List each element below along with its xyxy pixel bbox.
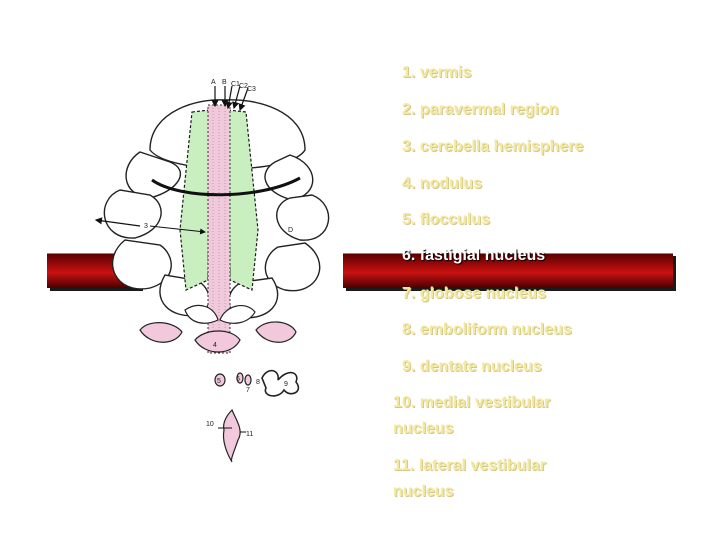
label-c1: C1 [231, 81, 240, 88]
legend-item-globose: 7. globose nucleus [402, 285, 547, 302]
label-5: 5 [217, 378, 221, 385]
label-8: 8 [256, 379, 260, 386]
vestibular-nuclei [222, 408, 241, 463]
label-4: 4 [213, 342, 217, 349]
label-c3: C3 [247, 86, 256, 93]
label-b: B [222, 79, 227, 86]
legend-item-paravermal: 2. paravermal region [402, 101, 559, 118]
label-3: 3 [144, 223, 148, 230]
label-11: 11 [246, 431, 253, 438]
label-9: 9 [284, 381, 288, 388]
legend-item-medial-vestibular: 10. medial vestibular nucleus [393, 394, 551, 437]
legend-item-lateral-vestibular: 11. lateral vestibular nucleus [393, 457, 546, 500]
legend-item-flocculus: 5. flocculus [402, 211, 491, 228]
legend-item-emboliform: 8. emboliform nucleus [402, 321, 572, 338]
legend-item-vermis: 1. vermis [402, 64, 472, 81]
highlight-bar-right [343, 253, 673, 288]
input-arrows [211, 85, 249, 112]
cerebellum-diagram: A B C1 C2 C3 3 D 4 5 6 7 8 9 10 11 [94, 79, 330, 463]
paravermal-region [179, 109, 259, 291]
dentate-nucleus [261, 369, 300, 397]
deep-nuclei [214, 372, 252, 387]
legend-item-hemisphere: 3. cerebella hemisphere [402, 138, 584, 155]
label-c2: C2 [239, 83, 248, 90]
nodulus-flocculus [139, 304, 297, 353]
label-6: 6 [236, 376, 240, 383]
legend-item-nodulus: 4. nodulus [402, 175, 482, 192]
label-d: D [288, 227, 293, 234]
primary-fissure [151, 176, 301, 197]
label-a: A [211, 79, 216, 86]
label-7: 7 [246, 387, 250, 394]
legend-item-dentate: 9. dentate nucleus [402, 358, 542, 375]
label-10: 10 [206, 421, 214, 428]
legend-item-fastigial: 6. fastigial nucleus [402, 247, 546, 264]
